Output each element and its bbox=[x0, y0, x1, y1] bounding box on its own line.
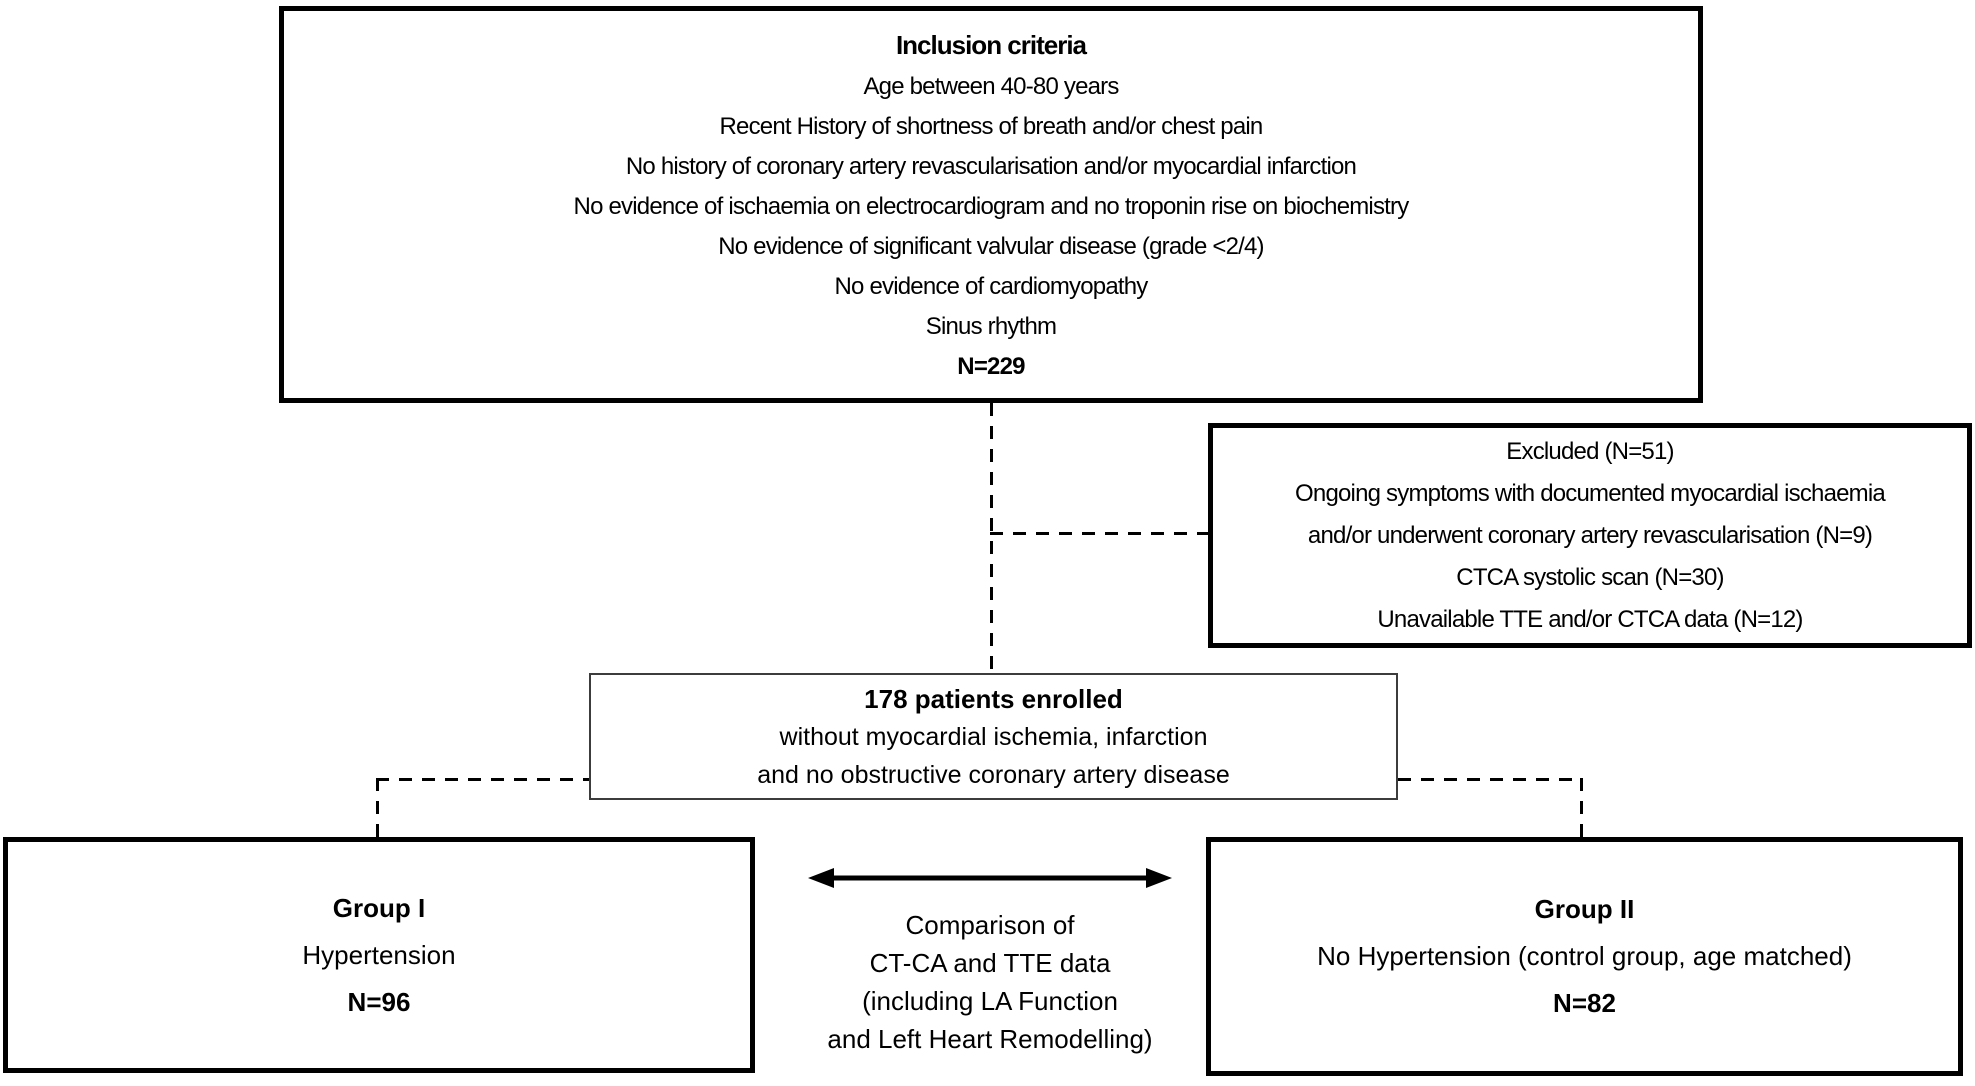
connector-down-group2 bbox=[1580, 778, 1583, 837]
group1-n-count: N=96 bbox=[347, 986, 411, 1017]
group2-n-count: N=82 bbox=[1553, 988, 1616, 1018]
group1-subtitle: Hypertension bbox=[302, 939, 456, 970]
inclusion-criterion: No history of coronary artery revascular… bbox=[625, 152, 1357, 180]
excluded-reason: Ongoing symptoms with documented myocard… bbox=[1295, 479, 1886, 507]
inclusion-n-count: N=229 bbox=[957, 352, 1025, 380]
excluded-title: Excluded (N=51) bbox=[1506, 437, 1674, 465]
excluded-box: Excluded (N=51) Ongoing symptoms with do… bbox=[1208, 423, 1972, 648]
comparison-line: Comparison of bbox=[905, 910, 1075, 940]
inclusion-criterion: No evidence of ischaemia on electrocardi… bbox=[573, 192, 1410, 220]
inclusion-criteria-box: Inclusion criteria Age between 40-80 yea… bbox=[279, 6, 1703, 403]
connector-to-excluded bbox=[990, 532, 1208, 535]
group2-title: Group II bbox=[1534, 894, 1635, 924]
connector-to-group1 bbox=[376, 778, 589, 781]
excluded-reason: Unavailable TTE and/or CTCA data (N=12) bbox=[1377, 605, 1803, 633]
excluded-reason: CTCA systolic scan (N=30) bbox=[1456, 563, 1724, 591]
group1-box: Group I Hypertension N=96 bbox=[3, 837, 755, 1073]
comparison-line: (including LA Function bbox=[862, 986, 1118, 1016]
inclusion-criterion: Age between 40-80 years bbox=[863, 72, 1119, 100]
enrolled-box: 178 patients enrolled without myocardial… bbox=[589, 673, 1398, 800]
inclusion-title: Inclusion criteria bbox=[895, 29, 1087, 60]
inclusion-criterion: Recent History of shortness of breath an… bbox=[719, 112, 1264, 140]
inclusion-criterion: No evidence of significant valvular dise… bbox=[718, 232, 1264, 260]
comparison-line: CT-CA and TTE data bbox=[869, 948, 1111, 978]
comparison-line: and Left Heart Remodelling) bbox=[827, 1024, 1153, 1054]
connector-down-group1 bbox=[376, 778, 379, 837]
comparison-caption: Comparison of CT-CA and TTE data (includ… bbox=[765, 906, 1215, 1058]
inclusion-criterion: Sinus rhythm bbox=[925, 312, 1057, 340]
inclusion-criterion: No evidence of cardiomyopathy bbox=[834, 272, 1149, 300]
enrolled-line: and no obstructive coronary artery disea… bbox=[757, 760, 1230, 789]
connector-to-group2 bbox=[1398, 778, 1583, 781]
group2-box: Group II No Hypertension (control group,… bbox=[1206, 837, 1963, 1076]
excluded-reason: and/or underwent coronary artery revascu… bbox=[1307, 521, 1873, 549]
enrolled-title: 178 patients enrolled bbox=[864, 683, 1123, 714]
comparison-arrow bbox=[806, 862, 1174, 894]
enrolled-line: without myocardial ischemia, infarction bbox=[779, 722, 1208, 751]
group2-subtitle: No Hypertension (control group, age matc… bbox=[1317, 941, 1852, 971]
group1-title: Group I bbox=[332, 892, 426, 923]
connector-inclusion-to-enrolled bbox=[990, 403, 993, 673]
